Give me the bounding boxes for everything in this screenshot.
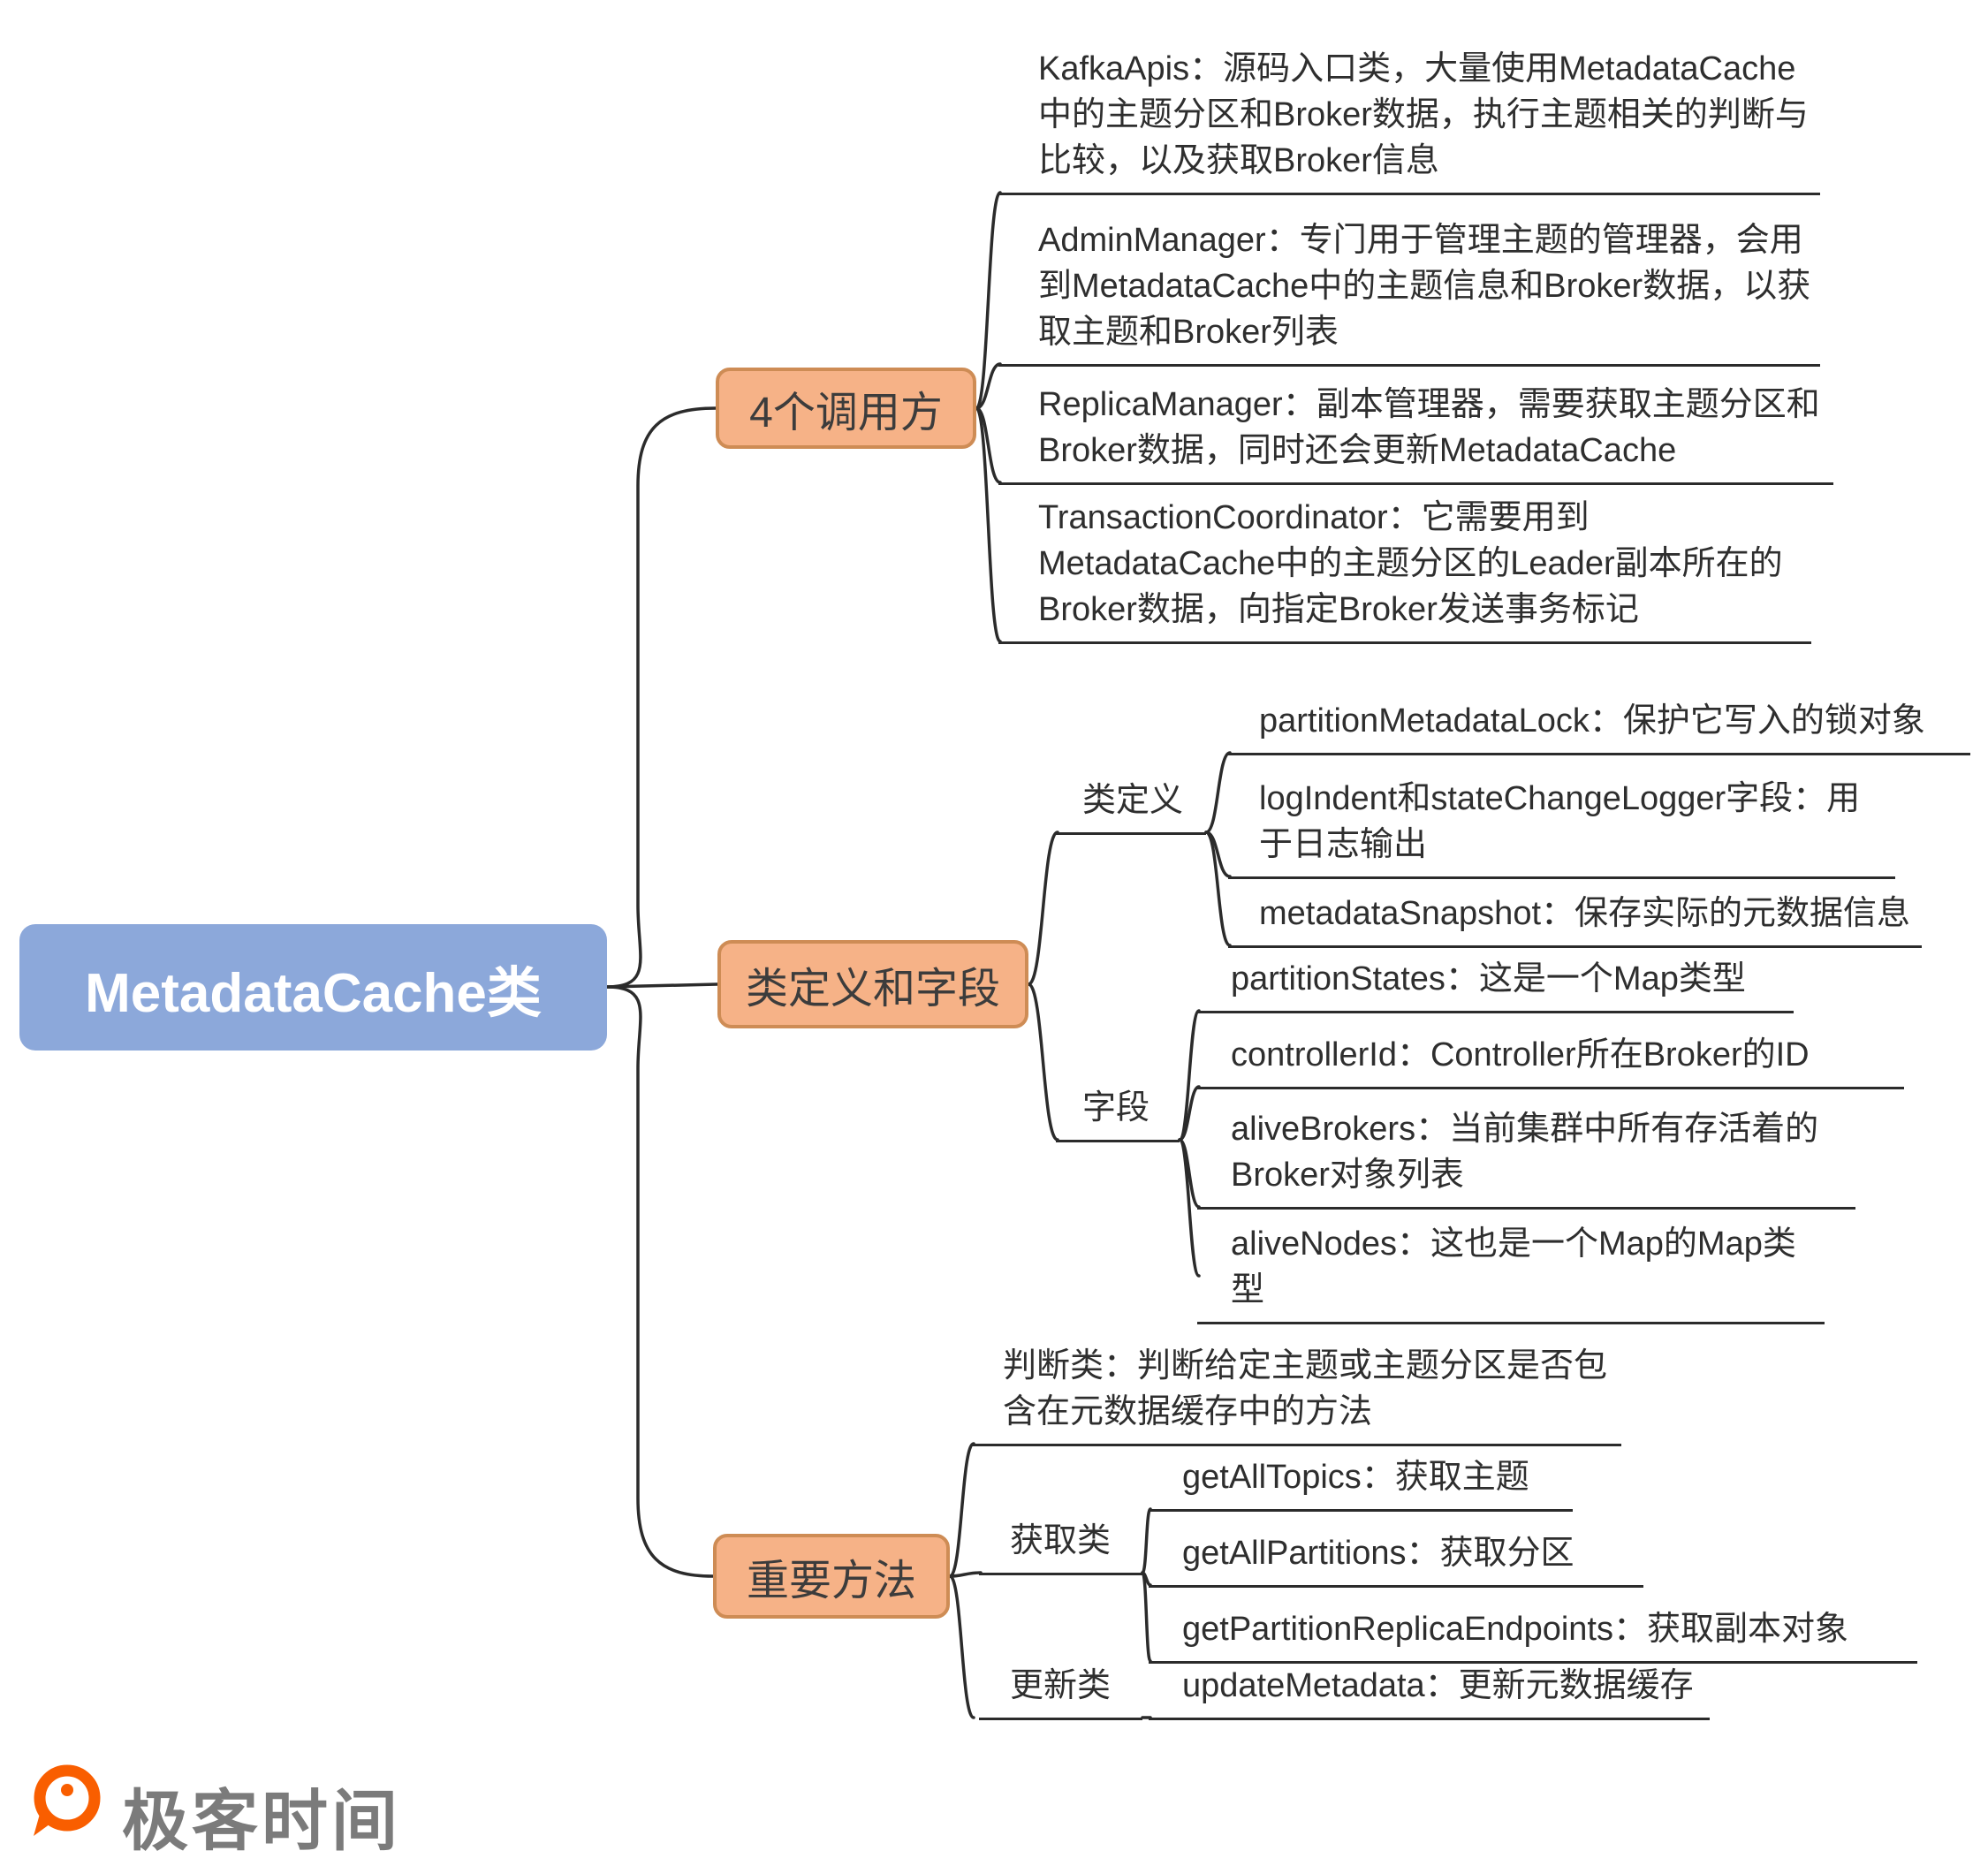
connector-fields-controllerid (1178, 1085, 1201, 1142)
geektime-logo-icon (34, 1764, 101, 1836)
leaf-getallpartitions: getAllPartitions：获取分区 (1149, 1530, 1643, 1588)
connector-fields-alivebrokers (1178, 1138, 1201, 1209)
leaf-replicamanager: ReplicaManager：副本管理器，需要获取主题分区和 Broker数据，… (998, 382, 1833, 485)
leaf-metadatasnapshot: metadataSnapshot：保存实际的元数据信息 (1228, 891, 1922, 948)
connector-classdef-snapshot (1204, 831, 1232, 947)
branch-callers: 4个调用方 (716, 368, 976, 449)
leaf-alivenodes: aliveNodes：这也是一个Map的Map类型 (1197, 1221, 1825, 1324)
connector-methods-getters (948, 1571, 983, 1578)
leaf-transactioncoordinator: TransactionCoordinator：它需要用到 MetadataCac… (998, 495, 1811, 644)
group-label-updaters: 更新类 (979, 1663, 1142, 1720)
connector-classdef-to-fields-label (1027, 982, 1059, 1142)
connector-root-to-classdef (605, 982, 719, 989)
connector-callers-transactioncoordinator (975, 406, 1002, 643)
geektime-brand-text: 极客时间 (122, 1784, 402, 1858)
connector-callers-kafkaapis (975, 191, 1002, 410)
group-label-fields: 字段 (1056, 1085, 1180, 1142)
leaf-updatemetadata: updateMetadata：更新元数据缓存 (1149, 1663, 1710, 1720)
branch-classdef-fields: 类定义和字段 (717, 940, 1028, 1028)
leaf-logindent-statechangelogger: logIndent和stateChangeLogger字段：用 于日志输出 (1228, 776, 1895, 879)
branch-methods: 重要方法 (713, 1534, 950, 1619)
connector-fields-partitionstates (1178, 1009, 1201, 1142)
leaf-partitionstates: partitionStates：这是一个Map类型 (1197, 956, 1794, 1013)
connector-classdef-to-classdef-label (1027, 831, 1059, 986)
connector-callers-adminmanager (975, 362, 1002, 410)
connector-root-to-callers (605, 406, 717, 989)
leaf-controllerid: controllerId：Controller所在Broker的ID (1197, 1032, 1904, 1089)
group-label-classdef: 类定义 (1056, 778, 1206, 835)
leaf-partitionmetadatalock: partitionMetadataLock：保护它写入的锁对象 (1228, 698, 1970, 755)
connector-root-to-methods (605, 985, 715, 1578)
connector-methods-updaters (948, 1574, 975, 1719)
connector-fields-alivenodes (1178, 1138, 1201, 1278)
connector-classdef-lock (1204, 751, 1232, 834)
connector-callers-replicamanager (975, 406, 1002, 484)
leaf-kafkaapis: KafkaApis：源码入口类，大量使用MetadataCache 中的主题分区… (998, 46, 1820, 195)
leaf-adminmanager: AdminManager：专门用于管理主题的管理器，会用 到MetadataCa… (998, 217, 1820, 367)
leaf-judge-methods: 判断类：判断给定主题或主题分区是否包 含在元数据缓存中的方法 (972, 1343, 1621, 1446)
group-label-getters: 获取类 (979, 1518, 1142, 1575)
connector-classdef-logindent (1204, 831, 1232, 878)
leaf-getalltopics: getAllTopics：获取主题 (1149, 1454, 1573, 1512)
connector-methods-judge (948, 1442, 975, 1578)
leaf-alivebrokers: aliveBrokers：当前集群中所有存活着的 Broker对象列表 (1197, 1106, 1855, 1210)
leaf-getpartitionreplicaendpoints: getPartitionReplicaEndpoints：获取副本对象 (1149, 1606, 1917, 1664)
root-node: MetadataCache类 (19, 924, 607, 1051)
